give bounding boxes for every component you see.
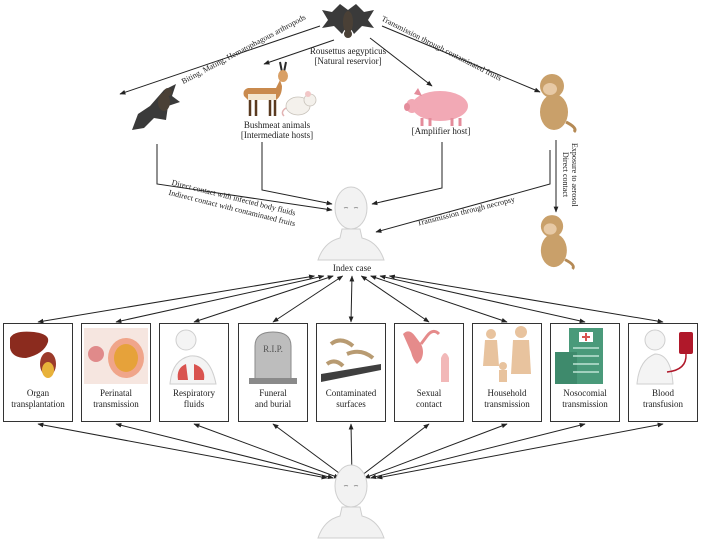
- arrow-monkey-to-index-case: [375, 150, 551, 233]
- route-caption: Funeral and burial: [239, 388, 307, 410]
- route-caption-line1: Sexual: [416, 388, 442, 398]
- route-box-sexual-contact: Sexual contact: [394, 323, 464, 422]
- route-caption-line1: Contaminated: [325, 388, 377, 398]
- arrow-bushmeat-to-index-case: [261, 142, 333, 206]
- route-caption-line1: Respiratory: [173, 388, 215, 398]
- route-caption: Blood transfusion: [629, 388, 697, 410]
- route-caption: Organ transplantation: [4, 388, 72, 410]
- pregnancy-icon: [84, 328, 148, 384]
- route-caption-line2: transmission: [562, 399, 608, 409]
- index-case-label: Index case: [332, 263, 372, 273]
- route-box-contaminated-surfaces: Contaminated surfaces: [316, 323, 386, 422]
- route-caption: Perinatal transmission: [82, 388, 150, 410]
- arrow-route-to-secondary-2: [115, 422, 334, 480]
- route-caption-line2: transmission: [484, 399, 530, 409]
- arrow-index-to-route-8: [379, 274, 586, 324]
- arrow-index-to-route-5: [348, 275, 355, 323]
- arrow-index-to-route-6: [360, 275, 430, 323]
- intermediate-host-name: Bushmeat animals: [243, 120, 311, 130]
- intermediate-host-role: [Intermediate hosts]: [240, 130, 314, 140]
- route-caption: Household transmission: [473, 388, 541, 410]
- intermediate-host-label: Bushmeat animals [Intermediate hosts]: [232, 120, 322, 140]
- route-caption: Nosocomial transmission: [551, 388, 619, 410]
- arrow-index-to-route-4: [272, 275, 344, 323]
- tombstone-icon: R.I.P.: [249, 331, 297, 384]
- route-caption: Respiratory fluids: [160, 388, 228, 410]
- arrow-route-to-secondary-4: [272, 423, 347, 479]
- route-box-funeral-and-burial: R.I.P. Funeral and burial: [238, 323, 308, 422]
- reproductive-icon: [403, 329, 449, 382]
- route-box-household-transmission: Household transmission: [472, 323, 542, 422]
- route-box-blood-transfusion: Blood transfusion: [628, 323, 698, 422]
- arrow-route-to-secondary-9: [376, 422, 664, 480]
- route-box-nosocomial-transmission: Nosocomial transmission: [550, 323, 620, 422]
- route-caption-line1: Blood: [651, 388, 674, 398]
- arrow-route-to-secondary-8: [370, 422, 586, 480]
- route-caption-line2: transmission: [93, 399, 139, 409]
- arrow-index-to-route-9: [388, 274, 664, 324]
- route-caption-line2: transplantation: [11, 399, 65, 409]
- arrow-pig-to-index-case: [371, 142, 443, 206]
- monkey-icon-secondary: [540, 215, 575, 270]
- arrow-reservoir-to-bat: [119, 25, 321, 95]
- arrow-index-to-route-7: [370, 275, 508, 323]
- reservoir-role: [Natural reservior]: [314, 56, 382, 66]
- route-caption-line2: transfusion: [643, 399, 683, 409]
- reservoir-label: Rousettus aegypticus [Natural reservior]: [298, 46, 398, 66]
- arrow-reservoir-to-pig: [369, 37, 433, 87]
- aerosol-exposure-label: Exposure to aerosol: [570, 143, 579, 207]
- rodent-icon: [281, 91, 317, 117]
- route-box-perinatal-transmission: Perinatal transmission: [81, 323, 151, 422]
- route-caption-line2: and burial: [254, 399, 292, 409]
- hospital-icon: [555, 328, 603, 384]
- route-box-respiratory-fluids: Respiratory fluids: [159, 323, 229, 422]
- route-caption: Sexual contact: [395, 388, 463, 410]
- fruit-bat-reservoir-icon: [322, 4, 374, 38]
- arrow-reservoir-to-bushmeat: [263, 39, 335, 65]
- secondary-case-human-icon: [317, 464, 385, 539]
- route-caption-line1: Perinatal: [100, 388, 132, 398]
- pig-icon: [404, 88, 468, 126]
- route-caption-line1: Nosocomial: [563, 388, 607, 398]
- blood-bag-icon: [636, 329, 693, 385]
- organ-icon: [10, 331, 56, 378]
- arrow-index-to-route-1: [37, 274, 316, 324]
- arrow-index-to-route-2: [115, 274, 325, 324]
- amplifier-host-label: [Amplifier host]: [411, 126, 471, 136]
- arrow-reservoir-to-monkey: [381, 25, 541, 93]
- route-caption-line1: Funeral: [259, 388, 287, 398]
- bat-icon: [132, 84, 180, 130]
- arrow-bat-to-index-case: [156, 144, 333, 212]
- route-caption-line2: surfaces: [336, 399, 366, 409]
- route-box-organ-transplantation: Organ transplantation: [3, 323, 73, 422]
- index-case-human-icon: [317, 186, 385, 261]
- tombstone-text: R.I.P.: [263, 344, 283, 354]
- route-caption: Contaminated surfaces: [317, 388, 385, 410]
- route-caption-line1: Organ: [26, 388, 50, 398]
- route-caption-line2: fluids: [183, 399, 205, 409]
- lungs-icon: [169, 329, 217, 385]
- surface-icon: [321, 338, 381, 382]
- family-icon: [483, 326, 531, 382]
- route-caption-line2: contact: [416, 399, 442, 409]
- monkey-icon: [540, 74, 577, 134]
- antelope-icon: [243, 61, 288, 116]
- arrow-index-to-route-3: [193, 275, 334, 323]
- direct-contact-label: Direct contact: [561, 152, 570, 198]
- route-caption-line1: Household: [487, 388, 527, 398]
- reservoir-name: Rousettus aegypticus: [309, 46, 387, 56]
